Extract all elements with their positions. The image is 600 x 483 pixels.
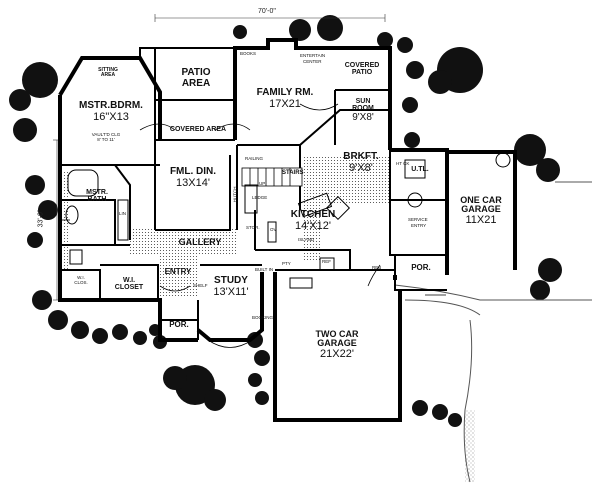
room-porch-front: POR. <box>169 320 189 329</box>
label-built-in: BUILT IN <box>255 267 274 272</box>
label-ht-ck: HT CK <box>396 161 410 166</box>
label-up: UP <box>259 181 266 186</box>
fixtures <box>65 152 511 289</box>
overall-width-label: 70'-0" <box>258 8 276 15</box>
landscape-trees <box>9 15 562 427</box>
label-storage: STOR. <box>246 225 260 230</box>
room-breakfast: BRKFT. 9'X8' <box>343 151 379 174</box>
room-gallery: GALLERY <box>178 237 222 247</box>
label-island: ISLAND <box>298 237 315 242</box>
label-center: CENTER <box>303 59 322 64</box>
doors-and-windows <box>60 103 446 348</box>
room-utility: U.TL. <box>411 166 429 173</box>
label-oven: OV <box>270 227 277 232</box>
exterior-walls <box>58 38 517 422</box>
label-railing: RAILING <box>245 156 264 161</box>
stairs <box>241 167 303 187</box>
room-entry: ENTRY <box>164 267 192 276</box>
room-kitchen: KITCHEN 14'X12' <box>290 209 336 232</box>
label-hutch: HUTCH <box>232 186 238 203</box>
label-service: SERVICE <box>408 217 428 222</box>
room-covered-area: COVERED AREA <box>169 126 227 133</box>
walkway-texture <box>465 410 475 482</box>
label-pantry: PTY <box>282 261 291 266</box>
label-entertain: ENTERTAIN <box>300 53 326 58</box>
room-porch-side: POR. <box>411 263 431 272</box>
room-master-bath: MSTR.BATH <box>86 189 108 204</box>
overall-depth-label: 33'-0" <box>37 209 45 228</box>
label-books: BOOKS <box>240 51 257 56</box>
room-walk-in-closet-small: W.I.CLOS. <box>74 275 88 285</box>
interior-walls <box>60 47 447 340</box>
label-booking: BOOKING <box>252 315 274 320</box>
room-family: FAMILY RM. 17X21 <box>256 87 314 110</box>
room-study: STUDY 13'X11' <box>213 275 249 298</box>
room-formal-dining: FML. DIN. 13X14' <box>169 166 217 189</box>
label-shelf: SHELF <box>193 283 208 288</box>
room-master-bedroom: MSTR.BDRM. 16"X13 <box>79 100 143 123</box>
label-stairs: STAIRS <box>282 170 304 176</box>
label-reb: REB <box>372 265 382 270</box>
label-refrigerator: REF <box>322 259 331 264</box>
label-service-entry: ENTRY <box>411 223 427 228</box>
label-ledge: LEDGE <box>252 195 268 200</box>
room-walk-in-closet: W.I.CLOSET <box>114 277 144 292</box>
label-linen: LIN <box>119 211 127 216</box>
